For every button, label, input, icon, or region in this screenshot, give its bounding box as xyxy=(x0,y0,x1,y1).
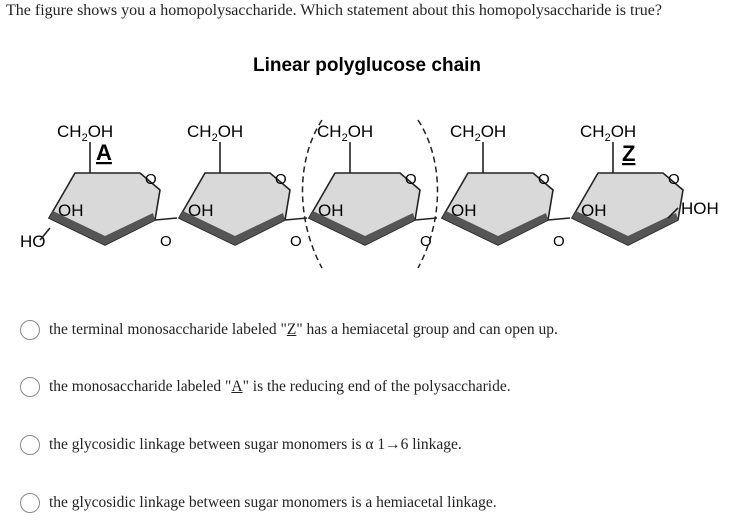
label-a-ref: A xyxy=(231,378,243,395)
option-label: the terminal monosaccharide labeled "Z" … xyxy=(49,321,558,338)
glycosidic-oxygen: O xyxy=(420,233,432,250)
ring-front-edge xyxy=(309,211,415,245)
ho-bond xyxy=(39,227,51,241)
ch2oh-label: CH2OH xyxy=(187,122,243,144)
ch2oh-label: CH2OH xyxy=(450,122,506,144)
right-parenthesis xyxy=(417,119,439,269)
oh-label: OH xyxy=(188,201,214,220)
option-label: the monosaccharide labeled "A" is the re… xyxy=(49,378,511,395)
radio-button[interactable] xyxy=(20,320,40,340)
ch2oh-label: CH2OH xyxy=(580,122,636,144)
left-parenthesis xyxy=(301,119,323,269)
ring-oxygen: O xyxy=(668,171,680,188)
glycosidic-oxygen: O xyxy=(290,233,302,250)
oh-label: OH xyxy=(318,201,344,220)
option-2[interactable]: the monosaccharide labeled "A" is the re… xyxy=(20,375,511,399)
ch2oh-label: CH2OH xyxy=(57,122,113,144)
option-4[interactable]: the glycosidic linkage between sugar mon… xyxy=(20,491,497,515)
label-a: A xyxy=(96,140,112,165)
hoh-bond xyxy=(667,207,679,219)
option-3[interactable]: the glycosidic linkage between sugar mon… xyxy=(20,433,462,457)
glycosidic-bond xyxy=(547,217,571,221)
question-text: The figure shows you a homopolysaccharid… xyxy=(6,2,662,19)
oh-label: OH xyxy=(58,201,84,220)
radio-button[interactable] xyxy=(20,377,40,397)
polyglucose-figure: Linear polyglucose chain OCH2OHOHOOCH2OH… xyxy=(20,55,719,269)
label-z-ref: Z xyxy=(286,321,297,338)
ring-oxygen: O xyxy=(405,171,417,188)
glycosidic-oxygen: O xyxy=(160,233,172,250)
ring-oxygen: O xyxy=(538,171,550,188)
ring-front-edge xyxy=(179,211,285,245)
hoh-label: HOH xyxy=(681,199,719,218)
oh-label: OH xyxy=(451,201,477,220)
ho-label: HO xyxy=(20,232,46,251)
ring-front-edge xyxy=(442,211,548,245)
label-z: Z xyxy=(622,141,635,166)
glycosidic-bond xyxy=(154,217,178,221)
ring-oxygen: O xyxy=(275,171,287,188)
glycosidic-oxygen: O xyxy=(553,233,565,250)
option-1[interactable]: the terminal monosaccharide labeled "Z" … xyxy=(20,318,558,342)
ring-oxygen: O xyxy=(145,171,157,188)
ch2oh-label: CH2OH xyxy=(317,122,373,144)
option-label: the glycosidic linkage between sugar mon… xyxy=(49,494,497,511)
option-label: the glycosidic linkage between sugar mon… xyxy=(49,436,462,453)
oh-label: OH xyxy=(581,201,607,220)
glycosidic-bond xyxy=(284,217,308,221)
ring-front-edge xyxy=(49,211,155,245)
glycosidic-bond xyxy=(414,217,438,221)
ring-front-edge xyxy=(572,211,678,245)
radio-button[interactable] xyxy=(20,493,40,513)
figure-title: Linear polyglucose chain xyxy=(253,55,481,76)
radio-button[interactable] xyxy=(20,435,40,455)
